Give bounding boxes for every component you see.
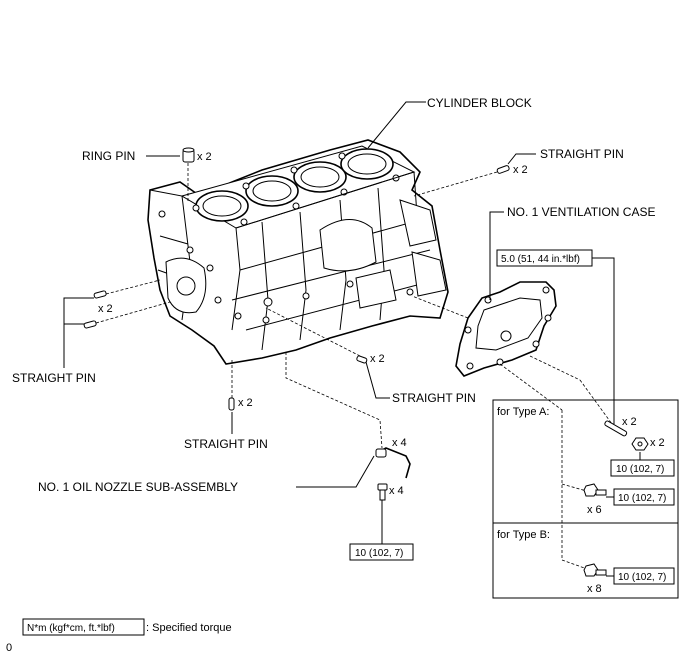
type-options-box [492, 399, 679, 599]
type-a-label: for Type A: [497, 406, 549, 418]
torque-type-a-nut-text: 10 (102, 7) [616, 464, 664, 475]
straight-pin-top-qty: x 2 [513, 164, 528, 176]
straight-pin-bottom-label: STRAIGHT PIN [184, 437, 268, 451]
torque-box-oil-nozzle-frame [349, 543, 414, 561]
oil-nozzle-part [375, 447, 411, 479]
torque-box-vent-case-frame [496, 249, 593, 267]
legend-box-frame [22, 618, 145, 636]
type-a-bolt-part [583, 483, 607, 497]
type-a-bolt-qty: x 6 [587, 504, 602, 516]
straight-pin-left-qty: x 2 [98, 303, 113, 315]
straight-pin-mid-label: STRAIGHT PIN [392, 391, 476, 405]
torque-vent-case-text: 5.0 (51, 44 in.*lbf) [501, 254, 580, 265]
straight-pin-top-part [496, 165, 510, 174]
cylinder-block-label: CYLINDER BLOCK [427, 96, 532, 110]
straight-pin-bottom-part [228, 397, 235, 411]
ring-pin-part [182, 147, 195, 163]
torque-oil-nozzle-text: 10 (102, 7) [355, 548, 403, 559]
torque-box-type-a-nut-frame [610, 459, 675, 477]
legend-description: : Specified torque [146, 622, 232, 634]
straight-pin-mid-part [356, 355, 368, 364]
type-a-nut-qty: x 2 [650, 437, 665, 449]
ventilation-case-part [455, 281, 557, 377]
torque-box-type-a-bolt-frame [613, 488, 675, 506]
type-b-bolt-part [583, 563, 607, 577]
type-a-stud-part [604, 420, 628, 437]
straight-pin-bottom-qty: x 2 [238, 397, 253, 409]
ring-pin-label: RING PIN [82, 149, 135, 163]
type-a-stud-qty: x 2 [622, 416, 637, 428]
legend-box-text: N*m (kgf*cm, ft.*lbf) [27, 623, 115, 634]
type-b-label: for Type B: [497, 529, 550, 541]
oil-nozzle-label: NO. 1 OIL NOZZLE SUB-ASSEMBLY [38, 480, 238, 494]
straight-pin-left-part [83, 290, 107, 329]
cylinder-block-illustration [147, 139, 449, 365]
straight-pin-left-label: STRAIGHT PIN [12, 371, 96, 385]
oil-nozzle-qty: x 4 [392, 437, 407, 449]
torque-box-type-b-bolt-frame [613, 567, 675, 585]
oil-nozzle-bolt-part [377, 483, 388, 501]
type-b-bolt-qty: x 8 [587, 583, 602, 595]
oil-nozzle-bolt-qty: x 4 [389, 485, 404, 497]
ring-pin-qty: x 2 [197, 151, 212, 163]
figure-code: 0 [6, 642, 12, 654]
torque-type-b-bolt-text: 10 (102, 7) [618, 572, 666, 583]
leader-lines [63, 101, 641, 577]
ventilation-case-label: NO. 1 VENTILATION CASE [507, 205, 655, 219]
straight-pin-mid-qty: x 2 [370, 353, 385, 365]
torque-type-a-bolt-text: 10 (102, 7) [618, 493, 666, 504]
type-a-nut-part [631, 437, 649, 451]
straight-pin-top-label: STRAIGHT PIN [540, 147, 624, 161]
